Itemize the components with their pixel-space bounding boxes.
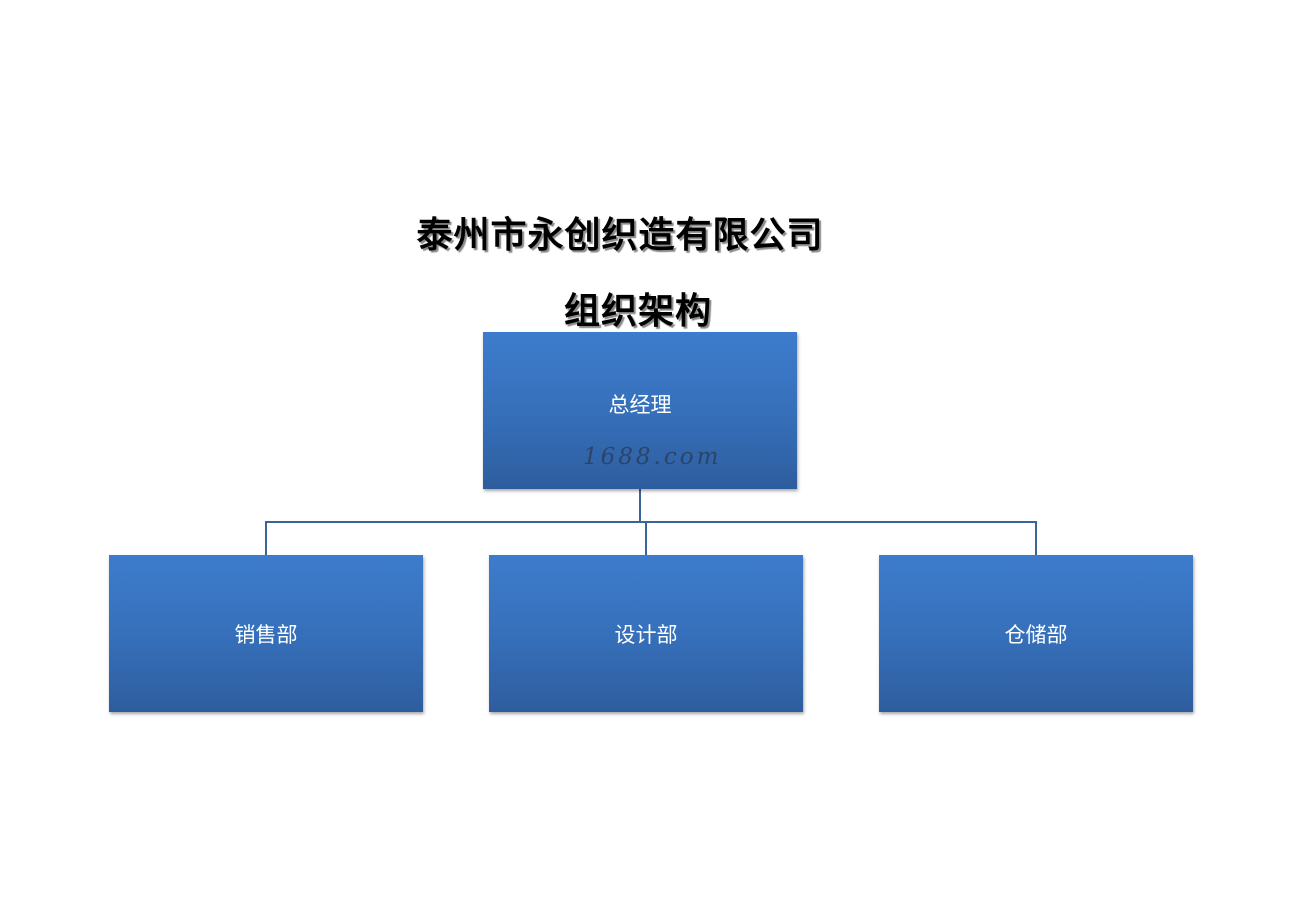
node-design-dept: 设计部: [489, 555, 803, 712]
watermark-text: 1688.com: [583, 444, 722, 470]
node-design-dept-label: 设计部: [614, 622, 678, 647]
node-sales-dept: 销售部: [109, 555, 423, 712]
node-storage-dept-label: 仓储部: [1004, 622, 1068, 647]
node-sales-dept-label: 销售部: [234, 622, 298, 647]
node-storage-dept: 仓储部: [879, 555, 1193, 712]
company-title: 泰州市永创织造有限公司: [416, 215, 824, 256]
node-general-manager: 总经理 1688.com: [483, 332, 797, 489]
node-general-manager-label: 总经理: [608, 392, 672, 417]
chart-subtitle: 组织架构: [563, 291, 712, 332]
